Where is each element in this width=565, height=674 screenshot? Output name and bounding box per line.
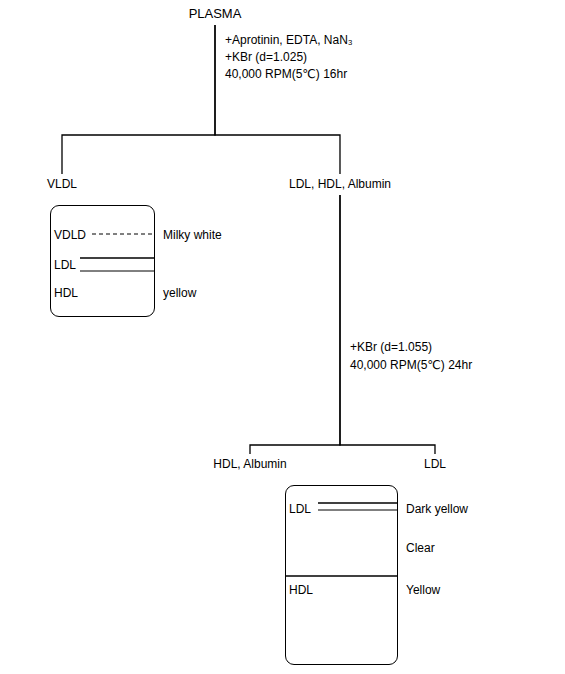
branch-line <box>215 25 340 174</box>
layer-label: yellow <box>163 286 196 300</box>
fraction-label: PLASMA <box>187 5 244 23</box>
layer-label: HDL <box>289 583 313 597</box>
branch-path <box>250 195 340 454</box>
branch-path <box>215 25 340 174</box>
layer-label: HDL <box>54 286 78 300</box>
procedure-note: 40,000 RPM(5℃) 16hr <box>225 67 347 81</box>
band-line <box>80 257 154 259</box>
node-text: VLDL <box>47 177 77 192</box>
fraction-label: HDL, Albumin <box>211 456 288 473</box>
layer-label: Yellow <box>406 583 440 597</box>
layer-label: LDL <box>289 502 311 516</box>
procedure-note: +KBr (d=1.025) <box>225 50 307 64</box>
node-text: LDL, HDL, Albumin <box>289 177 391 192</box>
fraction-label: LDL <box>422 456 448 473</box>
layer-label: Milky white <box>163 228 222 242</box>
centrifuge-tube: LDLDark yellowClearHDLYellow <box>285 485 398 665</box>
layer-label: Clear <box>406 541 435 555</box>
layer-label: LDL <box>54 258 76 272</box>
node-text: LDL <box>424 457 446 472</box>
branch-path <box>62 25 215 174</box>
layer-label: Dark yellow <box>406 502 468 516</box>
band-line <box>80 271 154 272</box>
fraction-label: LDL, HDL, Albumin <box>287 176 393 193</box>
procedure-note: +Aprotinin, EDTA, NaN₃ <box>225 33 353 47</box>
fraction-label: VLDL <box>45 176 79 193</box>
procedure-note: +KBr (d=1.055) <box>350 340 432 354</box>
node-text: PLASMA <box>189 6 242 22</box>
centrifuge-tube: VDLDMilky whiteLDLHDLyellow <box>50 205 155 317</box>
procedure-note: 40,000 RPM(5℃) 24hr <box>350 358 472 372</box>
layer-label: VDLD <box>54 228 86 242</box>
branch-line <box>62 25 215 174</box>
band-line <box>318 510 397 511</box>
node-text: HDL, Albumin <box>213 457 286 472</box>
branch-line <box>250 195 340 454</box>
branch-line <box>340 195 435 454</box>
band-line <box>318 502 397 504</box>
branch-path <box>340 195 435 454</box>
band-line <box>286 575 397 577</box>
dashed-band <box>92 234 153 235</box>
